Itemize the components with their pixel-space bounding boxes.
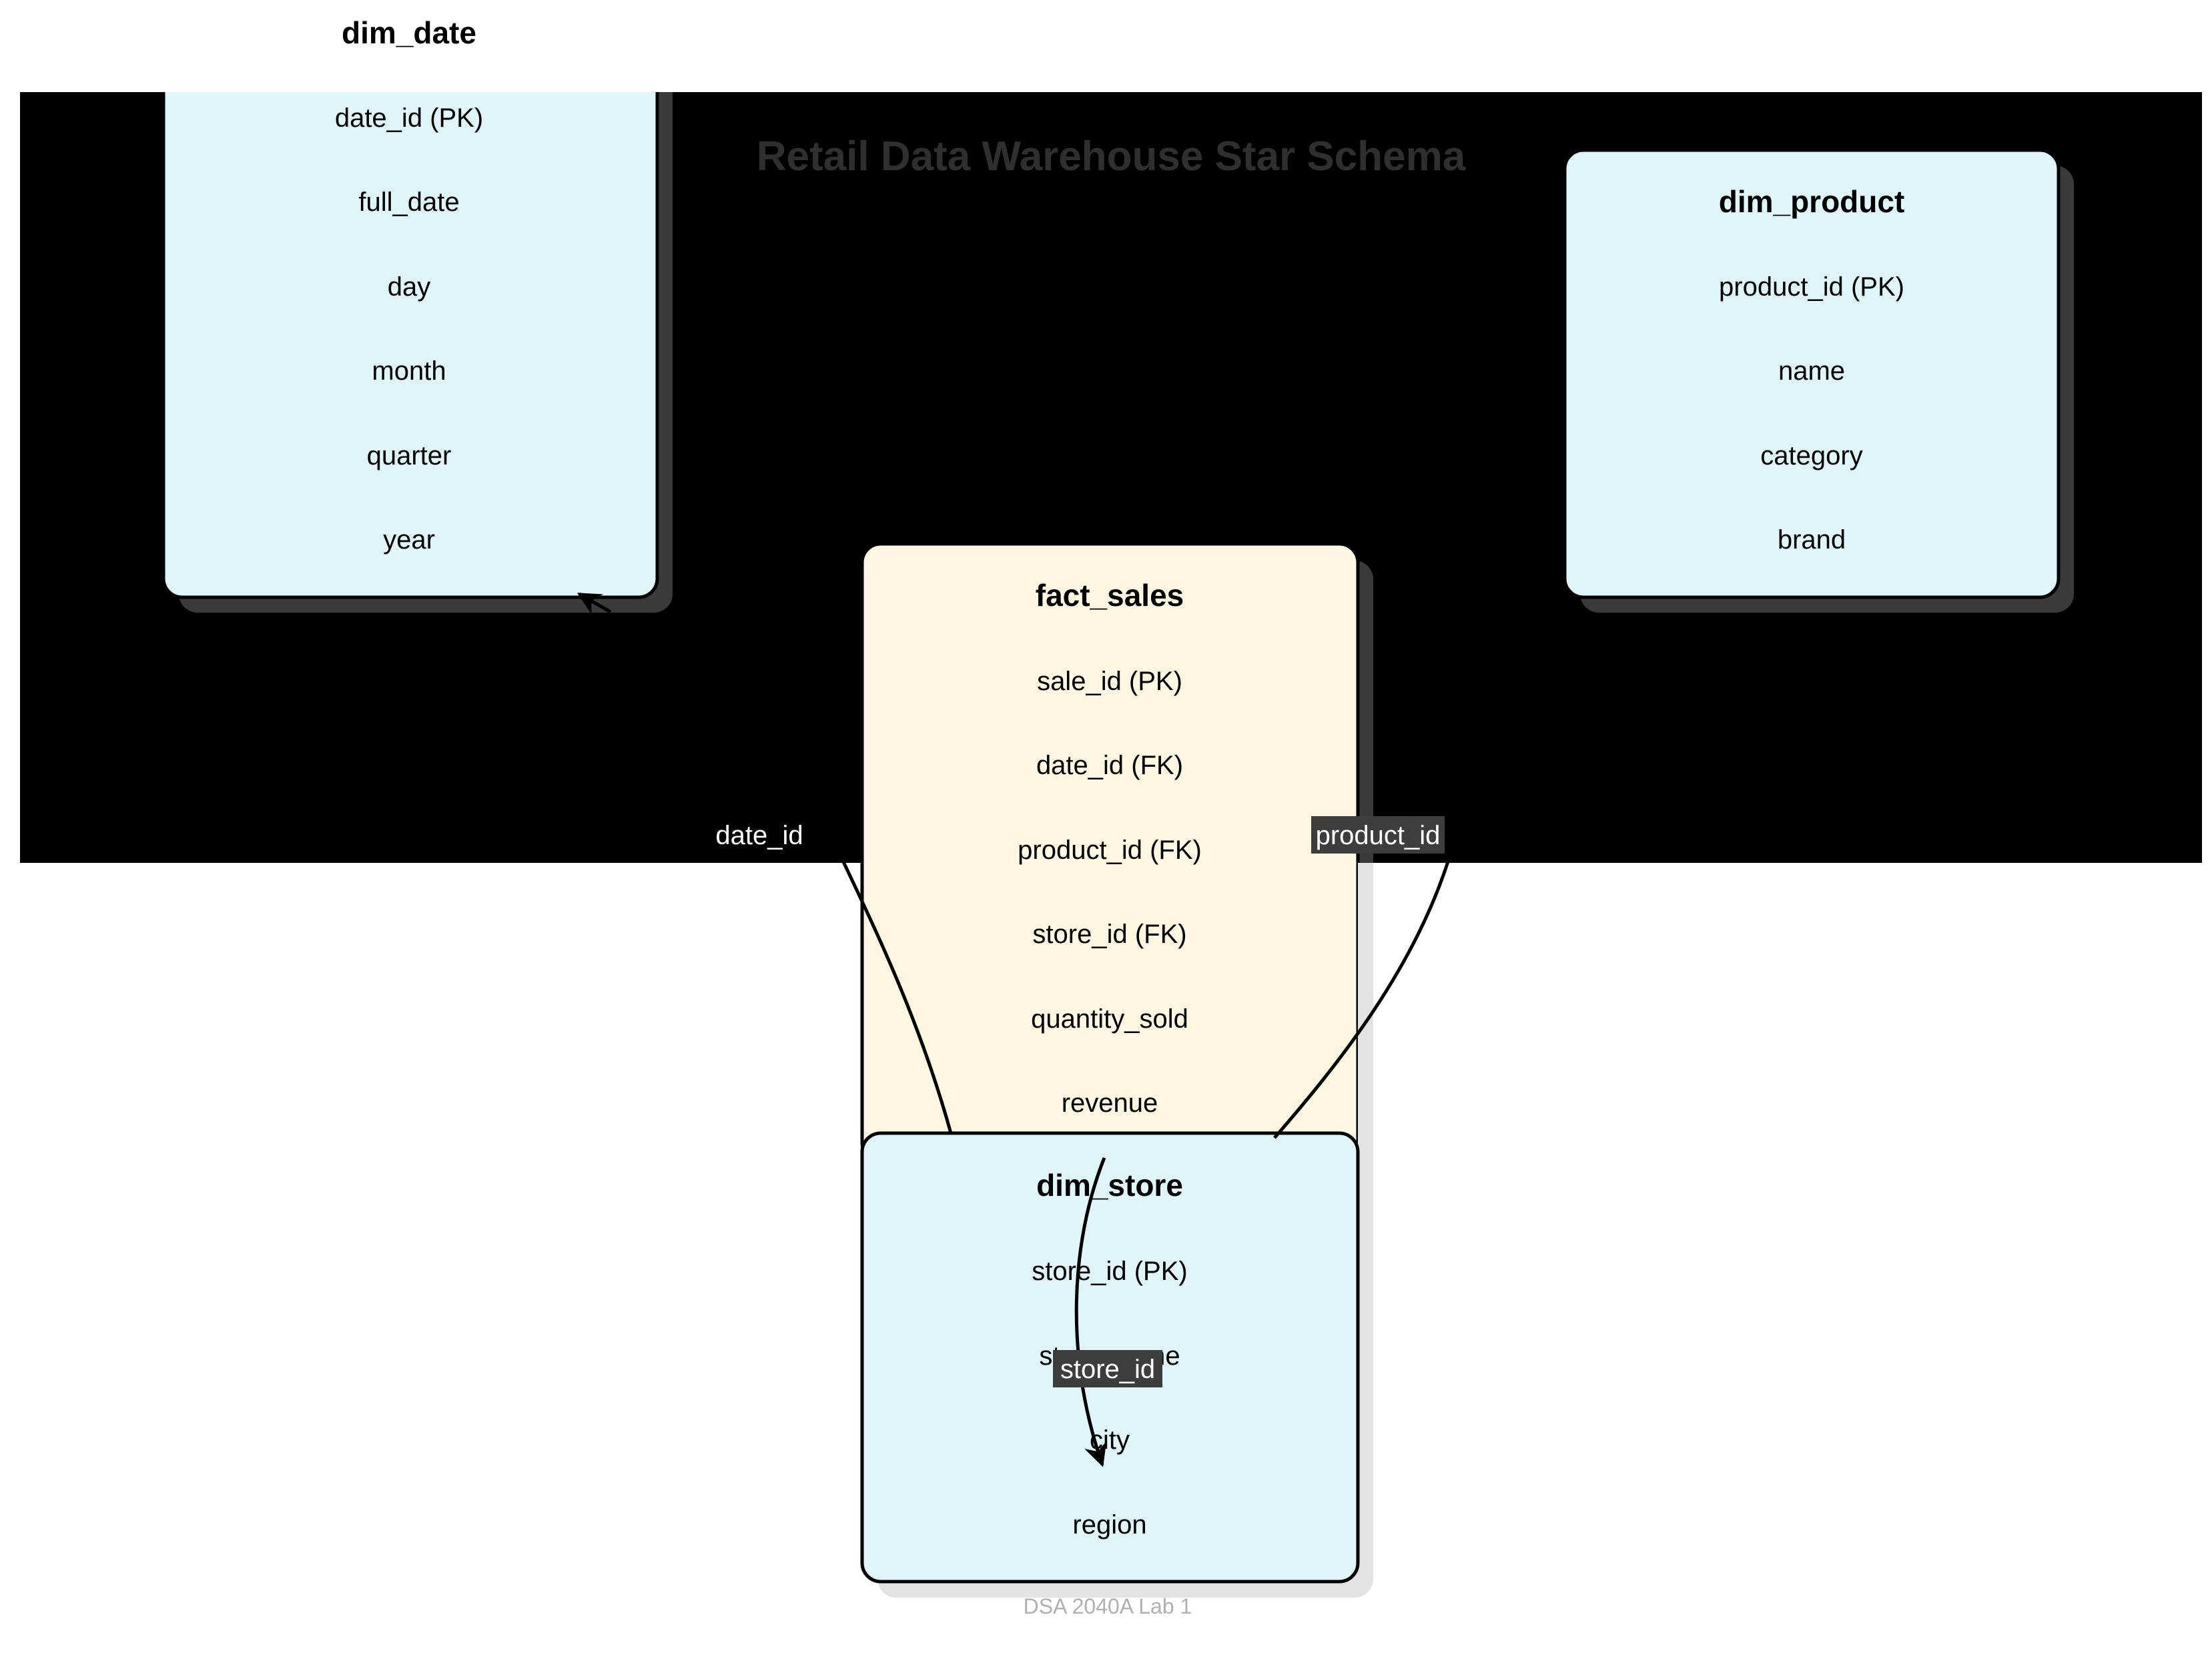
table-field: year <box>383 525 435 555</box>
table-field: quarter <box>367 441 452 470</box>
table-field: sale_id (PK) <box>1037 667 1182 696</box>
table-title: dim_product <box>1719 184 1905 219</box>
table-field: product_id (PK) <box>1719 272 1904 302</box>
table-field: month <box>372 356 446 386</box>
table-field: store_id (PK) <box>1032 1257 1187 1286</box>
table-field: quantity_sold <box>1031 1004 1188 1034</box>
edge-label-bg-product-id <box>1311 816 1445 854</box>
table-field: product_id (FK) <box>1018 836 1202 865</box>
edge-store-id <box>1074 1157 1107 1467</box>
table-title: dim_store <box>1036 1168 1183 1203</box>
table-field: name <box>1778 356 1845 386</box>
table-box <box>1563 148 2061 599</box>
table-field: category <box>1760 441 1862 470</box>
edge-date-id <box>825 826 953 1134</box>
edge-label-bg-store-id <box>1053 1350 1162 1387</box>
table-field: region <box>1072 1510 1146 1540</box>
edge-label-product-id: product_id <box>1316 821 1441 850</box>
table-title-dim-date: dim_date <box>342 15 476 50</box>
table-field: date_id (FK) <box>1036 751 1183 780</box>
table-dim-date: dim_date date_id (PK) full_date day mont… <box>161 0 673 613</box>
table-dim-product: dim_product product_id (PK) name categor… <box>1563 148 2074 613</box>
table-field: brand <box>1778 525 1846 555</box>
table-field: day <box>388 272 431 302</box>
diagram-title: Retail Data Warehouse Star Schema <box>757 133 1466 180</box>
edge-product-id <box>1273 857 1451 1139</box>
table-title: fact_sales <box>1036 578 1184 613</box>
table-fact-sales: fact_sales sale_id (PK) date_id (FK) pro… <box>860 542 1373 1178</box>
edge-label-date-id: date_id <box>715 821 803 850</box>
table-box <box>161 0 659 599</box>
footer-caption: DSA 2040A Lab 1 <box>1024 1594 1192 1618</box>
edge-label-store-id: store_id <box>1060 1355 1155 1384</box>
table-field: full_date <box>358 188 459 217</box>
table-field: store_id (FK) <box>1032 920 1186 949</box>
table-field: date_id (PK) <box>335 103 483 133</box>
edge-date-id-arrow <box>577 592 612 615</box>
top-margin <box>0 0 2212 92</box>
table-field: revenue <box>1062 1088 1158 1118</box>
